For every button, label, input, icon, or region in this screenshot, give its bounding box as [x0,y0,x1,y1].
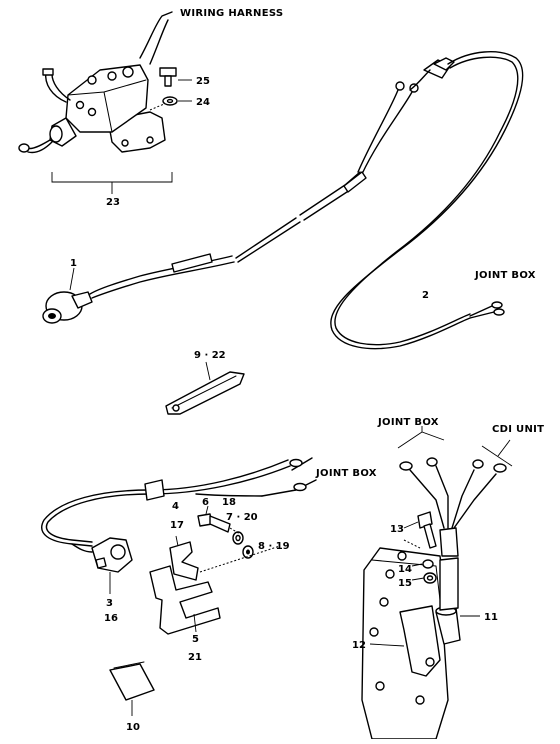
label-10: 10 [126,722,140,733]
label-17: 17 [170,520,184,531]
label-25: 25 [196,76,210,87]
label-13: 13 [390,524,404,535]
label-21: 21 [188,652,202,663]
label-8-19: 8 · 19 [258,541,290,552]
wiring-harness-title: WIRING HARNESS [180,8,283,19]
cdi-unit-assembly [361,426,513,740]
label-2: 2 [422,290,429,301]
label-15: 15 [398,578,412,589]
cover-10 [109,661,155,716]
label-18: 18 [222,497,236,508]
label-1: 1 [70,258,77,269]
label-4: 4 [172,501,179,512]
label-16: 16 [104,613,118,624]
harness-2 [42,51,524,350]
label-12: 12 [352,640,366,651]
label-24: 24 [196,97,210,108]
joint-box-bottom-title: JOINT BOX [315,468,377,479]
label-9-22: 9 · 22 [194,350,226,361]
label-6: 6 [202,497,209,508]
label-5: 5 [192,634,199,645]
switch-assembly-23 [18,11,192,194]
bracket-group [149,505,281,635]
label-14: 14 [398,564,412,575]
label-3: 3 [106,598,113,609]
joint-box-middle-title: JOINT BOX [377,417,439,428]
label-23: 23 [106,197,120,208]
label-11: 11 [484,612,498,623]
clip-9-22 [165,361,245,415]
joint-box-right-title: JOINT BOX [474,270,536,281]
harness-3 [41,457,317,594]
cdi-unit-title: CDI UNIT [492,424,544,435]
label-7-20: 7 · 20 [226,512,258,523]
